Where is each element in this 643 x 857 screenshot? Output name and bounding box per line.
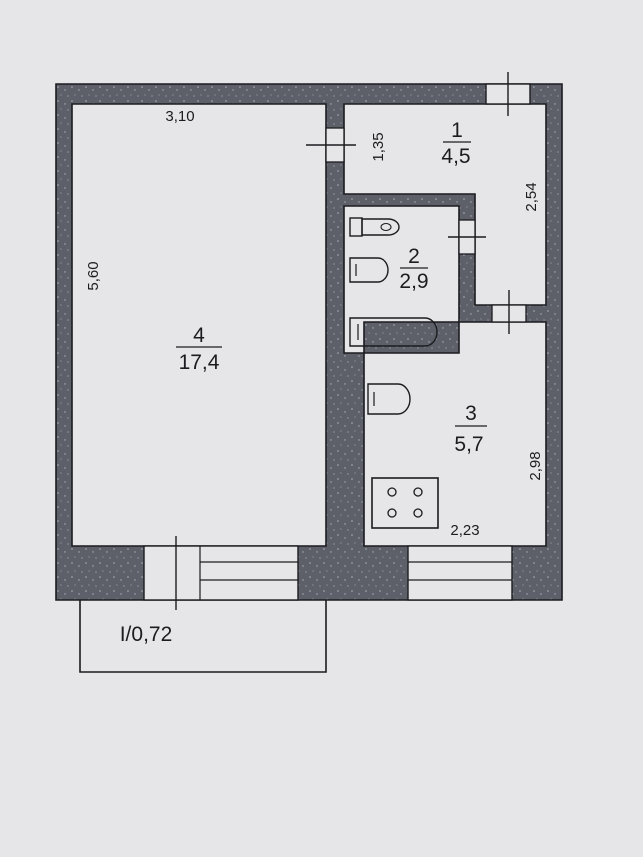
- dimension-room4-length: 5,60: [85, 261, 102, 290]
- outer-walls: [55, 83, 563, 601]
- room-3-area: 5,7: [454, 433, 483, 456]
- dimension-room4-width: 3,10: [165, 108, 194, 125]
- room-1-number: 1: [451, 119, 463, 142]
- room-2-number: 2: [408, 245, 420, 268]
- toilet-icon: [349, 217, 400, 237]
- door-room-4: [306, 127, 356, 163]
- dimension-room3-length: 2,98: [527, 451, 544, 480]
- window-room-3: [407, 545, 513, 601]
- room-4-number: 4: [193, 324, 205, 347]
- room-3-label: 3 5,7: [454, 402, 487, 456]
- room-4-area: 17,4: [179, 351, 220, 374]
- door-room-3: [491, 290, 527, 334]
- room-2-area: 2,9: [399, 270, 428, 293]
- room-4-label: 4 17,4: [176, 324, 222, 374]
- dimension-room1-length: 2,54: [523, 182, 540, 211]
- dimension-room3-width: 2,23: [450, 522, 479, 539]
- kitchen-sink-icon: [367, 383, 411, 415]
- door-room-2: [448, 219, 486, 255]
- room-1-label: 1 4,5: [441, 119, 471, 168]
- room-3-number: 3: [465, 402, 477, 425]
- room-2-label: 2 2,9: [399, 245, 428, 293]
- dimension-room1-width: 1,35: [370, 132, 387, 161]
- balcony-outline: [79, 598, 327, 673]
- stove-icon: [371, 477, 439, 529]
- top-vent: [485, 72, 531, 116]
- bathtub-icon: [349, 317, 438, 347]
- room-1-area: 4,5: [441, 145, 470, 168]
- balcony-label: I/0,72: [120, 623, 173, 646]
- window-room-4: [143, 536, 299, 610]
- sink-icon: [349, 257, 389, 283]
